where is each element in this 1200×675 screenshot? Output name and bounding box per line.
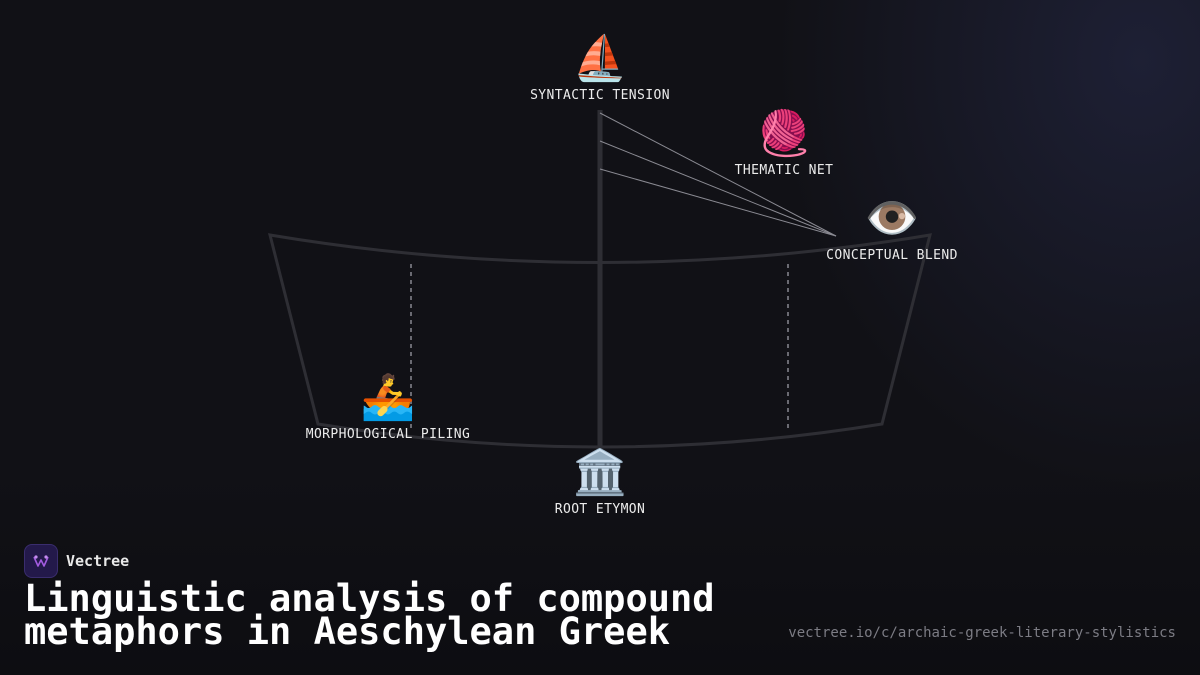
node-label: ROOT ETYMON	[554, 502, 646, 517]
sailboat-icon: ⛵	[572, 33, 628, 84]
page-title: Linguistic analysis of compound metaphor…	[24, 577, 715, 653]
brand[interactable]: Vectree	[24, 544, 129, 578]
rowboat-icon: 🚣	[360, 372, 416, 423]
node-syntactic-tension[interactable]: ⛵ SYNTACTIC TENSION	[530, 33, 670, 104]
yarn-icon: 🧶	[756, 108, 812, 159]
rigging-line	[599, 168, 837, 237]
node-label: MORPHOLOGICAL PILING	[305, 427, 471, 442]
brand-name: Vectree	[66, 552, 130, 570]
eye-icon: 👁️	[864, 193, 920, 244]
node-root-etymon[interactable]: 🏛️ ROOT ETYMON	[554, 447, 646, 518]
node-conceptual-blend[interactable]: 👁️ CONCEPTUAL BLEND	[826, 193, 958, 264]
source-url[interactable]: vectree.io/c/archaic-greek-literary-styl…	[788, 625, 1176, 641]
vectree-logo-icon	[24, 544, 58, 578]
node-label: CONCEPTUAL BLEND	[826, 248, 958, 263]
node-morphological-piling[interactable]: 🚣 MORPHOLOGICAL PILING	[305, 372, 471, 443]
node-label: SYNTACTIC TENSION	[530, 88, 670, 103]
rigging-line	[599, 112, 837, 237]
node-thematic-net[interactable]: 🧶 THEMATIC NET	[734, 108, 834, 179]
node-label: THEMATIC NET	[734, 163, 834, 178]
rigging-line	[599, 140, 837, 237]
classical-building-icon: 🏛️	[572, 447, 628, 498]
hull-outline	[267, 233, 933, 449]
